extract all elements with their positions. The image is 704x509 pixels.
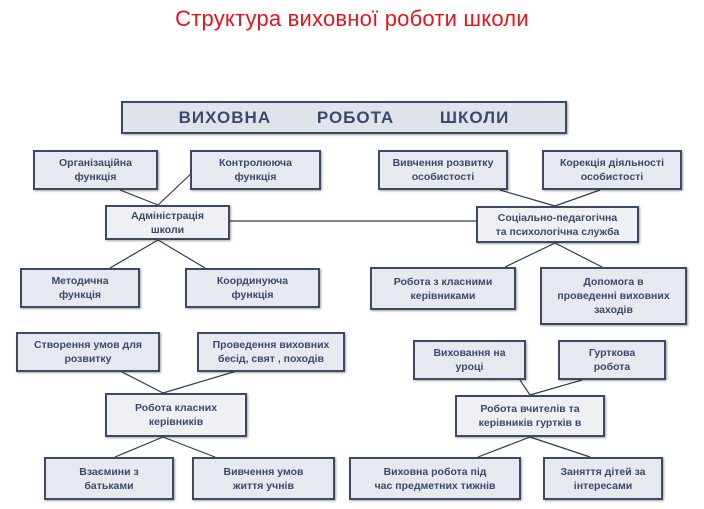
connector-line bbox=[499, 189, 556, 207]
box-social-psychological-service: Соціально-педагогічна та психологічна сл… bbox=[476, 206, 639, 243]
connector-line bbox=[529, 379, 583, 396]
connector-line bbox=[119, 189, 159, 206]
connector-line bbox=[554, 242, 603, 268]
box-teachers-work: Робота вчителів та керівників гуртків в bbox=[455, 395, 605, 437]
connector-line bbox=[554, 189, 601, 207]
box-parent-relations: Взаємини з батьками bbox=[44, 457, 174, 500]
page-title: Структура виховної роботи школи bbox=[175, 6, 529, 31]
connector-line bbox=[504, 242, 556, 268]
box-living-conditions-study: Вивчення умов життя учнів bbox=[192, 457, 335, 500]
box-subject-weeks: Виховна робота під час предметних тижнів bbox=[349, 457, 521, 500]
box-class-teachers-work: Робота класних керівників bbox=[105, 393, 247, 437]
box-lesson-education: Виховання на уроці bbox=[413, 340, 526, 380]
connector-line bbox=[157, 239, 206, 269]
connector-line bbox=[519, 379, 531, 396]
connector-line bbox=[162, 436, 216, 458]
connector-line bbox=[157, 169, 196, 206]
box-personality-correction: Корекція діяльності особистості bbox=[542, 150, 682, 190]
box-methodical-function: Методична функція bbox=[20, 268, 140, 308]
box-interest-activities: Заняття дітей за інтересами bbox=[543, 457, 663, 500]
main-heading-box: ВИХОВНА РОБОТА ШКОЛИ bbox=[121, 101, 567, 134]
box-development-conditions: Створення умов для розвитку bbox=[16, 332, 160, 372]
box-administration: Адміністрація школи bbox=[105, 205, 230, 240]
connector-line bbox=[529, 436, 591, 458]
box-control-function: Контролююча функція bbox=[190, 150, 321, 190]
box-club-work: Гурткова робота bbox=[558, 340, 666, 380]
box-organizational-function: Організаційна функція bbox=[33, 150, 158, 190]
connector-line bbox=[477, 436, 531, 458]
connector-line bbox=[114, 436, 164, 458]
box-work-with-class-teachers: Робота з класними керівниками bbox=[370, 267, 516, 310]
box-coordinating-function: Координуюча функція bbox=[185, 268, 320, 308]
connector-line bbox=[162, 369, 241, 394]
box-personality-study: Вивчення розвитку особистості bbox=[378, 150, 508, 190]
box-educational-conversations: Проведення виховних бесід, свят , поході… bbox=[197, 332, 345, 372]
connector-line bbox=[109, 239, 159, 269]
box-events-help: Допомога в проведенні виховних заходів bbox=[540, 267, 687, 325]
connector-line bbox=[121, 371, 164, 394]
